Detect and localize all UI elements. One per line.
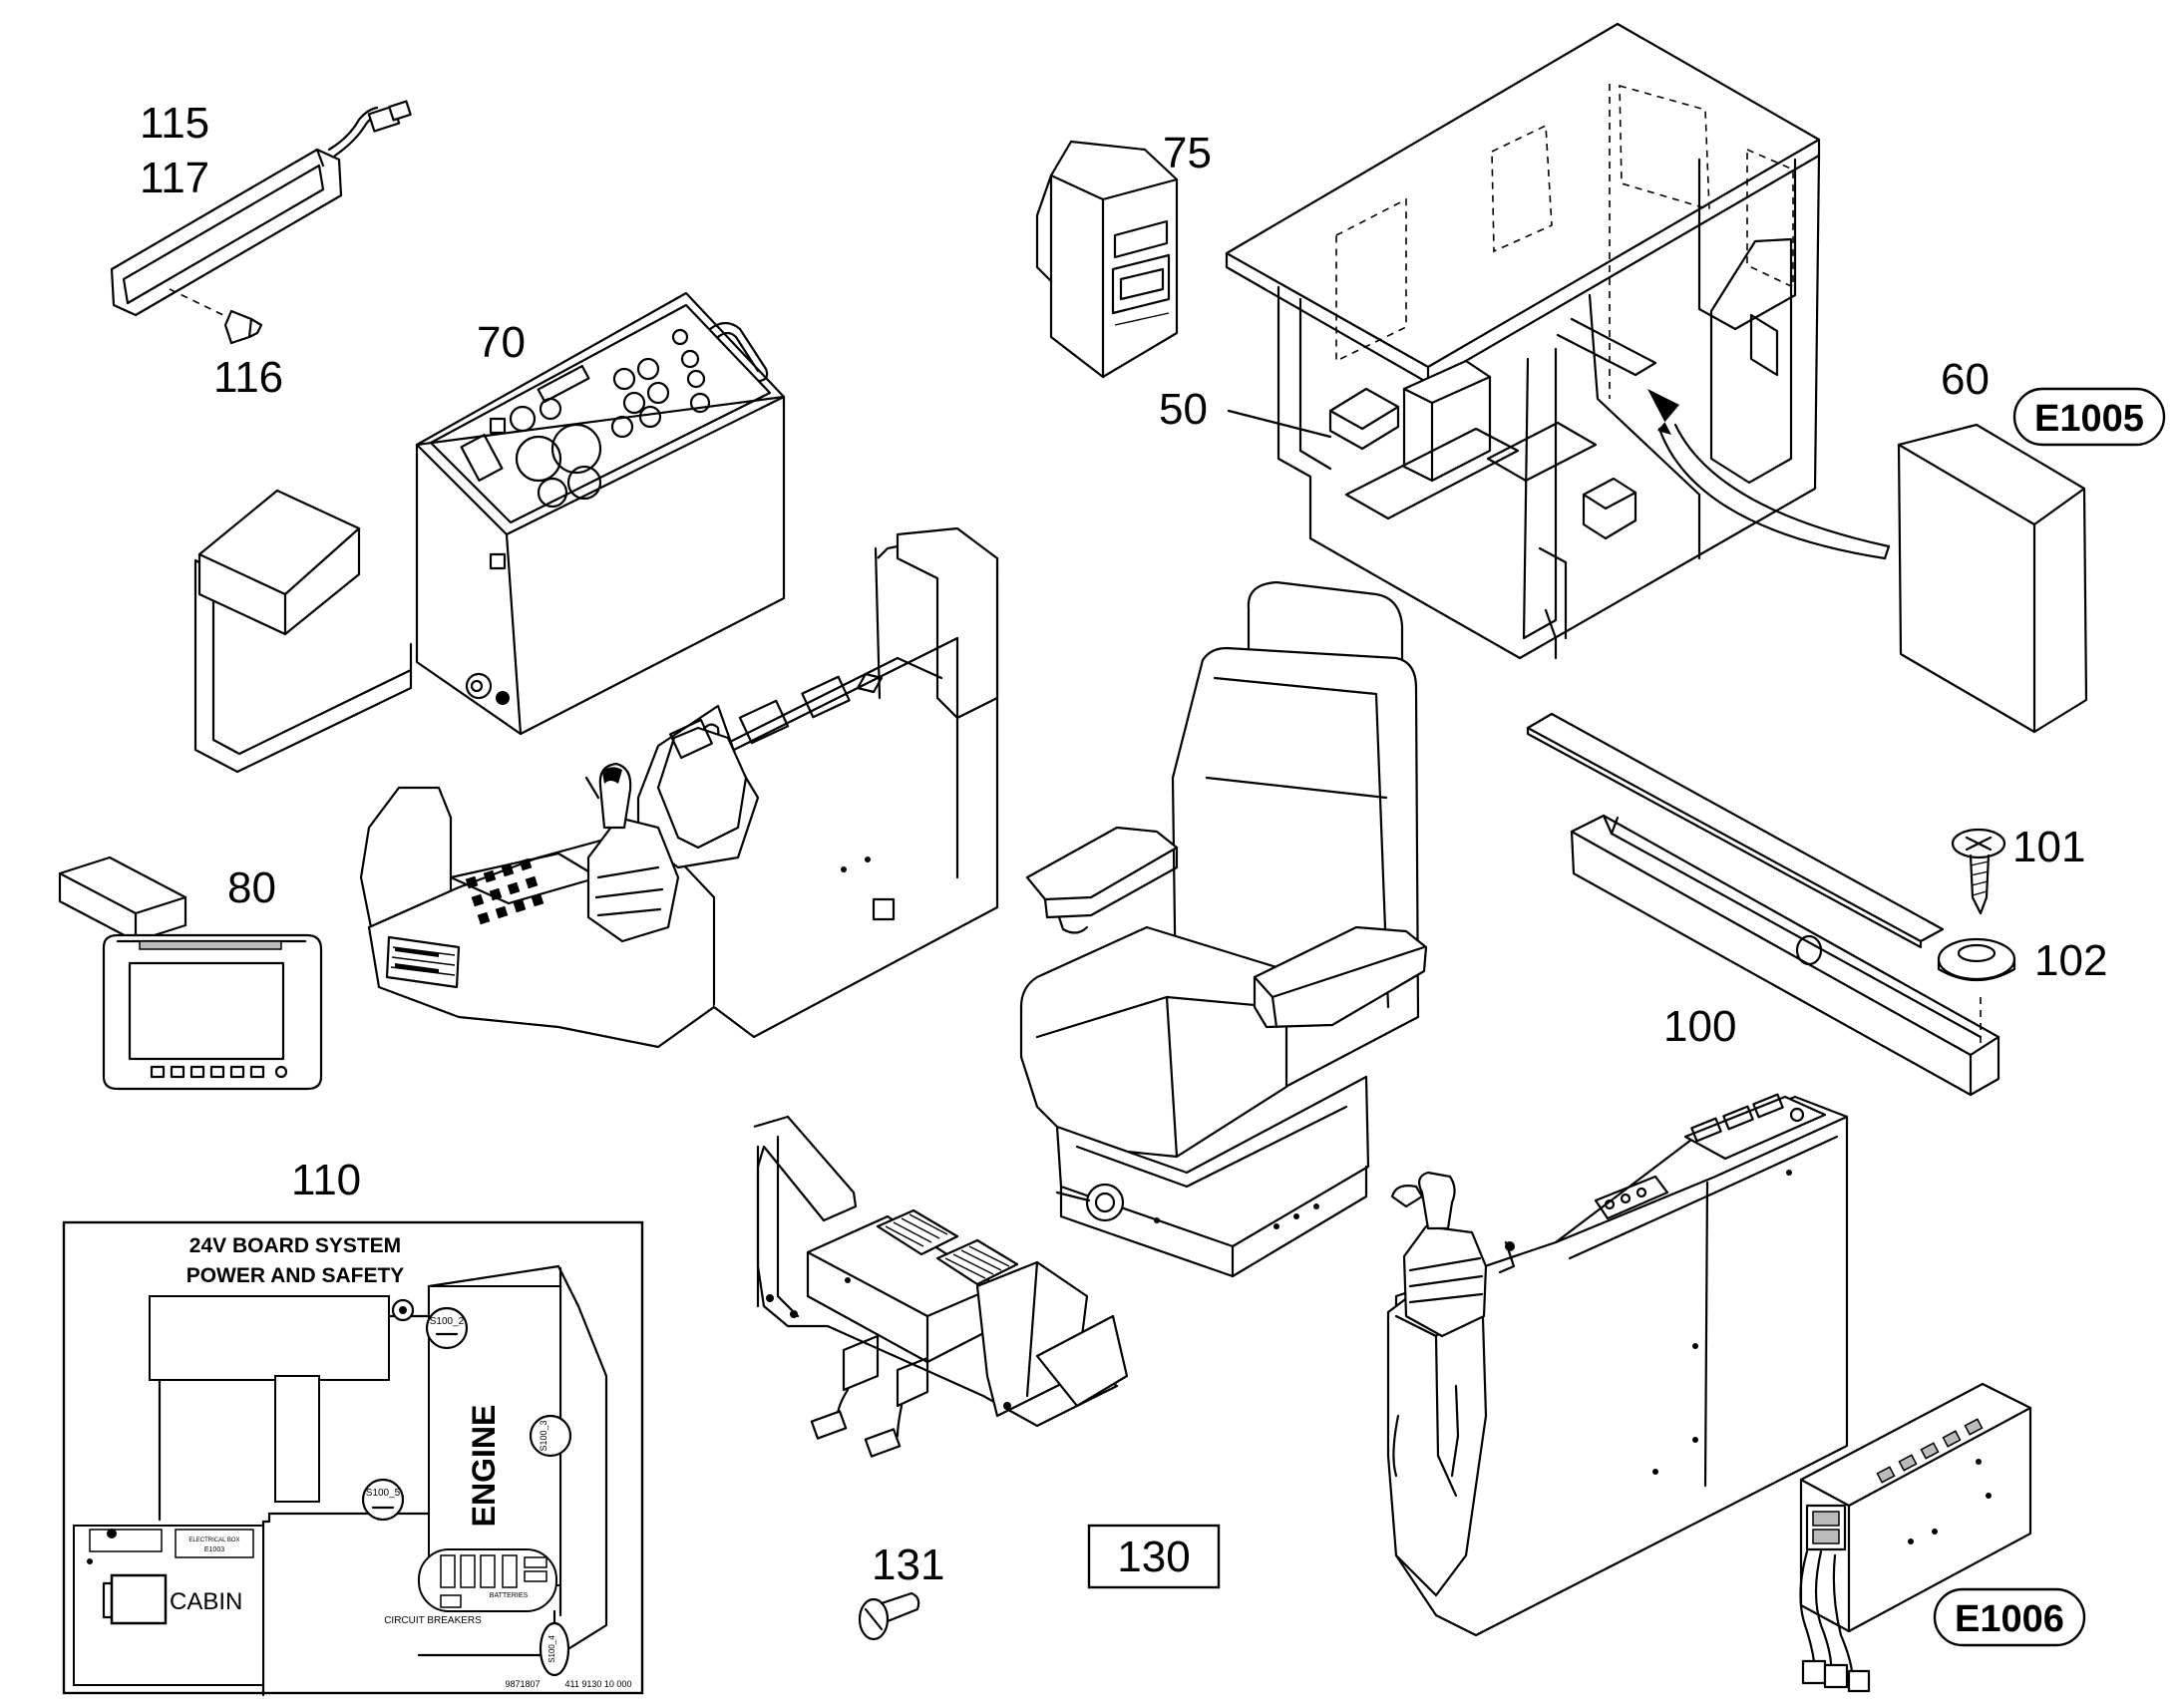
- badge-e1005: E1005: [2012, 387, 2166, 447]
- callout-131: 131: [872, 1540, 944, 1589]
- right-console: [1386, 1093, 1849, 1637]
- svg-text:S100_2: S100_2: [430, 1316, 465, 1327]
- svg-text:S100_3: S100_3: [539, 1420, 548, 1451]
- document-110-wiring-diagram: 24V BOARD SYSTEM POWER AND SAFETY ENGINE…: [62, 1220, 644, 1697]
- callout-130-box: 130: [1087, 1524, 1221, 1589]
- doc-s100-5: S100_5: [361, 1478, 405, 1522]
- part-70-control-box: [193, 291, 786, 774]
- part-75-radio-mount: [1035, 140, 1179, 379]
- e1006-control-box: [1799, 1382, 2032, 1693]
- callout-115: 115: [140, 99, 209, 148]
- left-console: [359, 526, 999, 1049]
- part-60-electrical-box: [1897, 423, 2088, 734]
- callout-110: 110: [291, 1156, 361, 1204]
- right-console-panel: [1690, 1093, 1805, 1143]
- left-console-switches: [465, 857, 545, 925]
- doc-electrical-box: ELECTRICAL BOX: [188, 1537, 239, 1543]
- part-100-cable-duct: [1526, 712, 2000, 1097]
- part-102-grommet: [1937, 937, 2016, 982]
- badge-e1006: E1006: [1933, 1587, 2086, 1647]
- doc-s100-4: S100_4: [539, 1609, 570, 1677]
- left-console-grille: [385, 935, 461, 989]
- callout-116: 116: [213, 353, 283, 402]
- callout-101: 101: [2012, 823, 2085, 871]
- part-115-led-lamp: [110, 100, 412, 318]
- callout-60: 60: [1941, 355, 1990, 404]
- e1006-connectors: [1876, 1418, 1984, 1484]
- callout-117: 117: [140, 154, 209, 202]
- callout-70: 70: [477, 318, 526, 367]
- doc-ref: 411 9130 10 000: [565, 1679, 632, 1689]
- doc-s100-2: S100_2: [425, 1306, 469, 1350]
- part-50-leader: [1227, 409, 1332, 439]
- doc-circuit-breakers: CIRCUIT BREAKERS: [384, 1615, 482, 1626]
- callout-50: 50: [1159, 385, 1208, 434]
- callout-130: 130: [1117, 1533, 1190, 1581]
- part-80-display: [58, 855, 323, 1091]
- display-buttons: [150, 1065, 288, 1079]
- svg-text:S100_4: S100_4: [547, 1635, 556, 1663]
- pedal-treads: [885, 1213, 1010, 1279]
- doc-title-line1: 24V BOARD SYSTEM: [189, 1234, 401, 1257]
- cabin-outline: [1225, 22, 1891, 660]
- doc-title-line2: POWER AND SAFETY: [186, 1264, 405, 1287]
- doc-s100-3: S100_3: [529, 1414, 572, 1458]
- part-116-screw: [223, 309, 263, 345]
- doc-number: 9871807: [505, 1679, 540, 1689]
- doc-engine: ENGINE: [466, 1405, 502, 1528]
- svg-text:S100_5: S100_5: [366, 1488, 401, 1499]
- svg-text:E1006: E1006: [1955, 1598, 2064, 1640]
- doc-cabin: CABIN: [170, 1588, 242, 1615]
- callout-75: 75: [1163, 129, 1212, 177]
- part-101-screw: [1951, 828, 2006, 915]
- part-131-screw: [858, 1591, 920, 1641]
- pedal-assembly: [753, 1115, 1129, 1458]
- callout-100: 100: [1663, 1002, 1736, 1051]
- doc-batteries: BATTERIES: [490, 1592, 529, 1599]
- callout-80: 80: [227, 863, 276, 912]
- doc-electrical-box-code: E1003: [204, 1546, 224, 1553]
- svg-text:E1005: E1005: [2034, 398, 2144, 440]
- operator-seat: [1019, 580, 1428, 1278]
- callout-102: 102: [2034, 936, 2107, 985]
